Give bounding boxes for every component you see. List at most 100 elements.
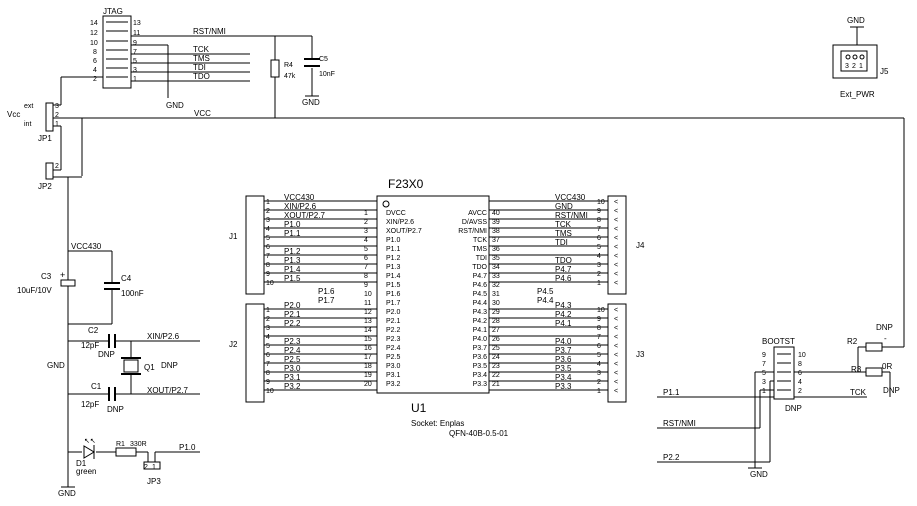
- jtag-pins-left: 14 12 10 8 6 4 2: [90, 20, 98, 83]
- j3-pin-arrow: <: [614, 370, 618, 377]
- u1-right-pin-name: TMS: [472, 246, 487, 253]
- u1-right-pin-name: RST/NMI: [458, 228, 487, 235]
- u1-left-pin-name: P1.4: [386, 273, 401, 280]
- jp1-pin-2: 2: [55, 112, 59, 119]
- jtag-pin-12: 12: [90, 30, 98, 37]
- u1-left-pin-name: P2.0: [386, 309, 401, 316]
- u1-left-pin-name: P2.4: [386, 345, 401, 352]
- jp2-header: [45, 162, 54, 180]
- j1-net-label: P1.5: [284, 274, 301, 283]
- j3-pin-arrow: <: [614, 316, 618, 323]
- bootst-title: BOOTST: [762, 337, 795, 346]
- j2-net-label: P2.3: [284, 337, 301, 346]
- c1-ref: C1: [91, 382, 102, 391]
- j1-net-label: XIN/P2.6: [284, 202, 317, 211]
- u1-left-pin-name: DVCC: [386, 210, 406, 217]
- jp1-wires: [53, 102, 82, 160]
- j3-net-label: P4.3: [555, 301, 572, 310]
- u1-right-pin-name: TDO: [472, 264, 487, 271]
- vcc-net-label: VCC: [194, 109, 211, 118]
- r4-resistor: [270, 59, 280, 78]
- jp3-pin-1: 1: [152, 464, 156, 471]
- j1-net-label: P1.1: [284, 229, 301, 238]
- j3-net-label: P3.7: [555, 346, 572, 355]
- jtag-pin-14: 14: [90, 20, 98, 27]
- j3-net-label: P3.4: [555, 373, 572, 382]
- u1-left-pin-name: P3.1: [386, 372, 401, 379]
- j3-net-label: P4.1: [555, 319, 572, 328]
- j4-pin-arrow: <: [614, 271, 618, 278]
- j3-rows: 10<P4.39<P4.28<P4.17<6<P4.05<P3.74<P3.63…: [489, 301, 618, 395]
- j3-pin-num: 1: [597, 388, 601, 395]
- jp1-header: [45, 102, 54, 132]
- jp2-wires: [53, 160, 82, 487]
- jp1-ref: JP1: [38, 134, 52, 143]
- j3-pin-arrow: <: [614, 334, 618, 341]
- net-rst-nmi: RST/NMI: [193, 27, 226, 36]
- j2-pin-num: 1: [266, 307, 270, 314]
- bootst-pin-9: 9: [762, 352, 766, 359]
- u1-left-pin-num: 2: [364, 219, 368, 226]
- j2-pin-num: 6: [266, 352, 270, 359]
- j1-pin-num: 9: [266, 271, 270, 278]
- u1-left-pin-name: XIN/P2.6: [386, 219, 414, 226]
- bootst-pin-6: 6: [798, 370, 802, 377]
- j4-pin-num: 4: [597, 253, 601, 260]
- r4-ref: R4: [284, 62, 293, 69]
- jp1-pin-3: 3: [55, 103, 59, 110]
- u1-right-pin-name: D/AVSS: [462, 219, 487, 226]
- j4-ref: J4: [636, 241, 645, 250]
- j1-net-label: P1.4: [284, 265, 301, 274]
- j4-pin-arrow: <: [614, 280, 618, 287]
- jtag-pin-stubs: [106, 21, 128, 78]
- bootst-dnp: DNP: [785, 404, 802, 413]
- j2-pin-num: 10: [266, 388, 274, 395]
- j2-pin-num: 7: [266, 361, 270, 368]
- net-tms: TMS: [193, 54, 210, 63]
- jp1-pin-1: 1: [55, 121, 59, 128]
- u1-left-pin-num: 20: [364, 381, 372, 388]
- u1-right-pin-name: P4.0: [473, 336, 488, 343]
- j3-pin-arrow: <: [614, 388, 618, 395]
- u1-right-pin-name: P4.1: [473, 327, 488, 334]
- jtag-pin-1: 1: [133, 76, 137, 83]
- j2-net-label: P3.2: [284, 382, 301, 391]
- j2-pin-num: 3: [266, 325, 270, 332]
- u1-left-pin-name: P1.3: [386, 264, 401, 271]
- bootst-pin-3: 3: [762, 379, 766, 386]
- u1-left-pins: DVCC1XIN/P2.62XOUT/P2.73P1.04P1.15P1.26P…: [364, 210, 422, 388]
- u1-left-pin-num: 4: [364, 237, 368, 244]
- jp1-ext-label: ext: [24, 103, 33, 110]
- u1-left-pin-name: P3.2: [386, 381, 401, 388]
- j2-net-label: P2.4: [284, 346, 301, 355]
- u1-right-pin-num: 26: [492, 336, 500, 343]
- u1-left-pin-num: 15: [364, 336, 372, 343]
- c3-ref: C3: [41, 272, 52, 281]
- j1-net-label: XOUT/P2.7: [284, 211, 325, 220]
- jtag-connector: [102, 15, 132, 89]
- u1-right-pin-name: TDI: [476, 255, 487, 262]
- bootst-pin-7: 7: [762, 361, 766, 368]
- u1-right-pin-num: 37: [492, 237, 500, 244]
- j3-net-label: P3.3: [555, 382, 572, 391]
- j3-net-label: P3.6: [555, 355, 572, 364]
- u1-right-pin-num: 29: [492, 309, 500, 316]
- d1-light-icon: ↖↖: [84, 438, 96, 445]
- bootst-pin-1: 1: [762, 388, 766, 395]
- u1-left-pin-name: P2.3: [386, 336, 401, 343]
- u1-left-pin-num: 19: [364, 372, 372, 379]
- u1-right-pin-name: P4.3: [473, 309, 488, 316]
- c4-value: 100nF: [121, 289, 144, 298]
- j5-label: Ext_PWR: [840, 90, 875, 99]
- r2-resistor: [865, 342, 883, 352]
- u1-right-pin-name: P4.2: [473, 318, 488, 325]
- j4-pin-arrow: <: [614, 262, 618, 269]
- j1-header: [245, 195, 265, 295]
- u1-left-pin-name: P1.7: [386, 300, 401, 307]
- net-tck: TCK: [193, 45, 210, 54]
- j4-pin-num: 7: [597, 226, 601, 233]
- u1-right-pin-num: 32: [492, 282, 500, 289]
- c1-dnp: DNP: [107, 405, 124, 414]
- xin-net: XIN/P2.6: [147, 332, 180, 341]
